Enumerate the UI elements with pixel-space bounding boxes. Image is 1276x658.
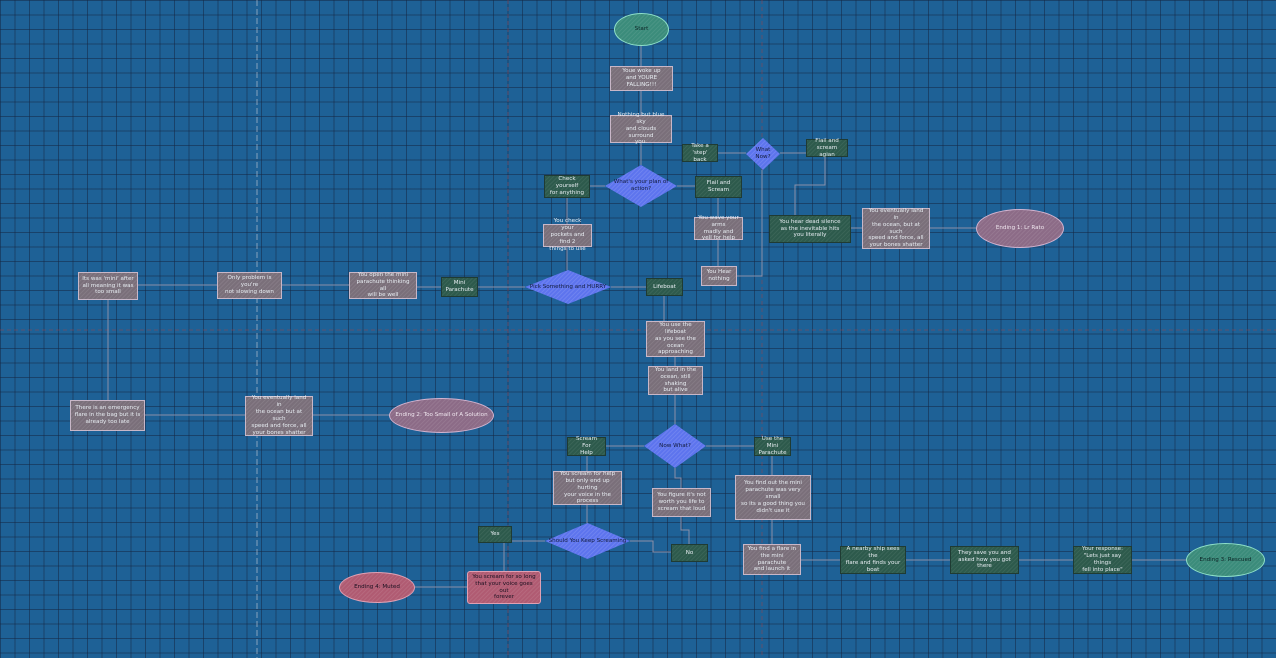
node-label: They save you and asked how you got ther… (958, 549, 1011, 570)
node-label: Mini Parachute (445, 280, 474, 293)
edge-group (107, 46, 1186, 588)
flail-scream-node[interactable]: Flail and Scream (695, 176, 742, 198)
voice-gone-node[interactable]: You scream for so long that your voice g… (467, 571, 541, 604)
use-mini-parachute-node[interactable]: Use the Mini Parachute (754, 436, 791, 456)
check-yourself-node[interactable]: Check yourself for anything (544, 175, 590, 198)
node-label: You land in the ocean, still shaking but… (654, 366, 697, 394)
node-label: Nothing but blue sky and clouds surround… (617, 111, 665, 146)
node-label: Ending 4: Muted (354, 584, 400, 590)
land-ocean-alive-node[interactable]: You land in the ocean, still shaking but… (648, 366, 703, 395)
ending-3-node[interactable]: Ending 3: Rescued (1186, 543, 1265, 577)
land-ocean-1-node[interactable]: You eventually land in the ocean, but at… (862, 208, 930, 249)
dead-silence-node[interactable]: You hear dead silence as the inevitable … (769, 215, 851, 243)
node-label: You use the lifeboat as you see the ocea… (655, 321, 696, 356)
yes-node[interactable]: Yes (478, 526, 512, 543)
node-label: You open the mini parachute thinking all… (356, 271, 410, 299)
node-label: Yo­ue woke up and YOURE FALLING!!! (622, 68, 661, 88)
mini-small-node[interactable]: You find out the mini parachute was very… (735, 475, 811, 520)
emergency-flare-node[interactable]: There is an emergency flare in the bag b… (70, 400, 145, 431)
problem-slowing-node[interactable]: Only problem is you're not slowing down (217, 272, 282, 299)
check-pockets-node[interactable]: You check your pockets and find 2 things… (543, 218, 592, 252)
node-label: Ending 2: Too Small of A Solution (395, 412, 488, 418)
node-label: You eventually land in the ocean but at … (251, 395, 307, 436)
hear-nothing-node[interactable]: You Hear nothing (701, 266, 737, 286)
node-label: You figure it's not worth you life to sc… (657, 492, 706, 512)
node-label: Yes (490, 531, 500, 537)
node-label: Ending 1: Lr Rato (995, 225, 1045, 231)
node-label: Now What? (659, 442, 691, 449)
node-label: You Hear nothing (706, 269, 732, 282)
save-you-node[interactable]: They save you and asked how you got ther… (950, 546, 1019, 574)
wave-arms-node[interactable]: You wave your arms madly and yell for he… (694, 214, 743, 242)
blue-sky-node[interactable]: Nothing but blue sky and clouds surround… (610, 112, 672, 145)
ending-2-node[interactable]: Ending 2: Too Small of A Solution (389, 398, 494, 433)
scream-for-help-node[interactable]: Scream For Help (567, 436, 606, 456)
node-label: You find a flare in the mini parachute a… (747, 545, 797, 573)
what-now-decision-1[interactable]: What Now? (746, 138, 780, 170)
node-label: You scream for so long that your voice g… (472, 573, 536, 601)
node-label: You wave your arms madly and yell for he… (698, 214, 739, 242)
node-label: Check yourself for anything (549, 176, 585, 196)
node-label: Pick Something and HURRY (529, 283, 607, 290)
flail-again-node[interactable]: Flail and scream agian (806, 137, 848, 158)
plan-decision[interactable]: What's your plan of action? (605, 165, 677, 207)
node-label: You find out the mini parachute was very… (741, 480, 805, 514)
node-label: Lifeboat (653, 283, 676, 290)
now-what-decision[interactable]: Now What? (644, 424, 706, 468)
node-label: Use the Mini Parachute (758, 436, 787, 456)
node-label: No (685, 549, 694, 556)
node-label: Take a 'step' back (691, 142, 709, 163)
node-label: Start (634, 26, 649, 32)
mini-parachute-node[interactable]: Mini Parachute (441, 277, 478, 297)
node-label: You check your pockets and find 2 things… (549, 218, 586, 252)
edge-hear-whatnow (737, 170, 763, 277)
lifeboat-node[interactable]: Lifeboat (646, 278, 683, 296)
node-label: Only problem is you're not slowing down (225, 275, 274, 295)
node-label: What's your plan of action? (613, 179, 669, 192)
node-label: Should You Keep Screaming (548, 537, 627, 544)
response-node[interactable]: Your response: "Lets just say things fel… (1073, 546, 1132, 574)
node-label: Flail and Scream (706, 180, 731, 193)
edge-flailagain-silence (794, 157, 826, 215)
wake-up-node[interactable]: Yo­ue woke up and YOURE FALLING!!! (610, 66, 673, 91)
pick-something-decision[interactable]: Pick Something and HURRY (525, 270, 611, 304)
edge-keep-no (630, 540, 671, 553)
node-label: Your response: "Lets just say things fel… (1081, 546, 1123, 573)
find-flare-node[interactable]: You find a flare in the mini parachute a… (743, 544, 801, 575)
ending-1-node[interactable]: Ending 1: Lr Rato (976, 209, 1064, 248)
node-label: Scream For Help (575, 436, 598, 456)
take-step-back-node[interactable]: Take a 'step' back (682, 142, 718, 163)
ending-4-node[interactable]: Ending 4: Muted (339, 572, 415, 603)
land-ocean-2-node[interactable]: You eventually land in the ocean but at … (245, 395, 313, 436)
node-label: Its was 'mini' after all meaning it was … (82, 275, 134, 296)
node-label: Ending 3: Rescued (1199, 556, 1252, 563)
scream-hurting-node[interactable]: You scream for help but only end up hurt… (553, 471, 622, 505)
ship-sees-node[interactable]: A nearby ship sees the flare and finds y… (840, 546, 906, 574)
open-parachute-node[interactable]: You open the mini parachute thinking all… (349, 272, 417, 299)
no-node[interactable]: No (671, 544, 708, 562)
start-node[interactable]: Start (614, 13, 669, 46)
mini-after-all-node[interactable]: Its was 'mini' after all meaning it was … (78, 272, 138, 300)
node-label: You eventually land in the ocean, but at… (868, 207, 924, 249)
edge-figure-nowwhat (674, 468, 682, 488)
figure-not-worth-node[interactable]: You figure it's not worth you life to sc… (652, 488, 711, 517)
edge-no-figure (680, 517, 690, 544)
keep-screaming-decision[interactable]: Should You Keep Screaming (545, 523, 630, 559)
node-label: What Now? (755, 147, 771, 160)
node-label: You scream for help but only end up hurt… (559, 470, 616, 505)
node-label: Flail and scream agian (815, 137, 839, 158)
node-label: You hear dead silence as the inevitable … (779, 218, 841, 239)
node-label: A nearby ship sees the flare and finds y… (845, 546, 901, 573)
node-label: There is an emergency flare in the bag b… (74, 405, 141, 425)
use-lifeboat-node[interactable]: You use the lifeboat as you see the ocea… (646, 321, 705, 357)
